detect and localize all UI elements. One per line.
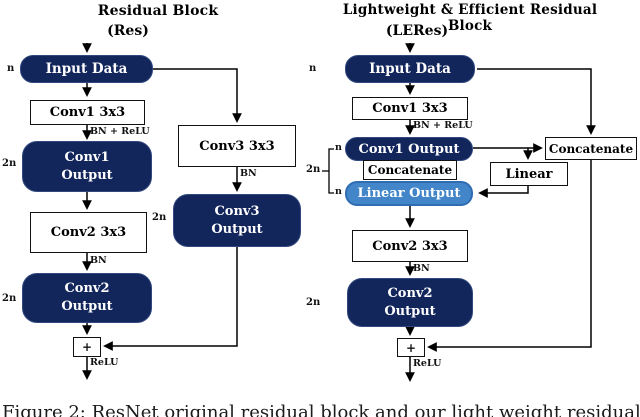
leres-title: Lightweight & Efficient Residual Block [342,2,598,34]
leres-conv2-output-line2: Output [384,303,436,319]
res-conv3-output-line2: Output [211,221,263,237]
res-conv3-node: Conv3 3x3 [178,125,296,167]
leres-conv2-node: Conv2 3x3 [352,230,468,262]
leres-bracket-top-dim-label: n [335,142,342,153]
leres-bracket-bottom-dim-label: n [335,186,342,197]
res-conv3-output-dim-label: 2n [152,212,167,223]
leres-input-dim-label: n [309,63,317,74]
figure-caption: Figure 2: ResNet original residual block… [2,402,640,417]
leres-bn-relu-label: BN + ReLU [413,120,473,131]
leres-conv2-output-dim-label: 2n [306,297,321,308]
res-conv2-output-dim-label: 2n [2,293,17,304]
res-bn-label: BN [90,255,107,266]
res-conv1-output-line2: Output [61,167,113,183]
res-input-data-node: Input Data [20,55,153,83]
leres-conv1-node: Conv1 3x3 [352,97,468,120]
leres-add-node: + [397,338,425,357]
leres-linear-output-node: Linear Output [345,181,473,206]
leres-subtitle: (LERes) [385,23,449,39]
res-bn-relu-label: BN + ReLU [90,126,150,137]
res-conv1-output-line1: Conv1 [64,149,110,165]
res-title: Residual Block [97,3,219,19]
leres-concatenate-mid-node: Concatenate [363,160,457,180]
leres-bn-label: BN [413,263,430,274]
res-conv2-output-line2: Output [61,299,113,314]
res-relu-label: ReLU [90,357,119,368]
leres-conv1-output-node: Conv1 Output [345,137,473,161]
leres-linear-node: Linear [490,162,568,186]
res-conv1-node: Conv1 3x3 [30,100,145,125]
leres-concatenate-right-node: Concatenate [545,137,637,160]
leres-bracket-dim-label: 2n [306,164,321,175]
res-subtitle: (Res) [107,23,149,39]
leres-relu-label: ReLU [413,358,442,369]
res-conv3-bn-label: BN [240,168,257,179]
leres-conv2-output-line1: Conv2 [387,285,433,301]
leres-input-data-node: Input Data [345,55,475,83]
res-add-node: + [73,337,101,357]
res-input-dim-label: n [7,63,15,74]
res-conv3-output-line1: Conv3 [214,203,260,219]
res-conv2-node: Conv2 3x3 [30,212,147,253]
res-conv1-output-dim-label: 2n [2,158,17,169]
res-conv2-output-line1: Conv2 [64,281,110,297]
